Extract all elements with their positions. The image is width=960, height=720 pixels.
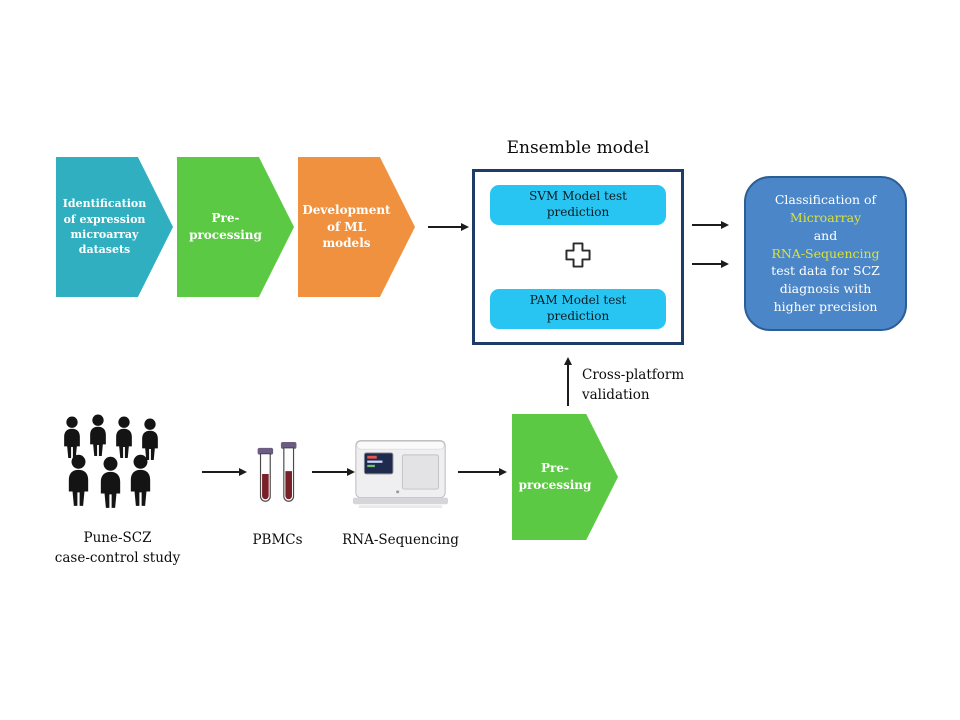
rnaseq-label: RNA-Sequencing <box>342 532 459 548</box>
pam-model-label: PAM Model test prediction <box>529 293 627 323</box>
ensemble-title: Ensemble model <box>506 138 650 158</box>
svm-model-label: SVM Model test prediction <box>529 189 627 219</box>
blood-tubes-icon <box>252 442 304 510</box>
cohort-label-line2: case-control study <box>54 550 181 567</box>
arrow-ensemble-to-result-bottom <box>692 263 722 265</box>
pam-model-box: PAM Model test prediction <box>490 289 666 329</box>
arrow-validation-up <box>567 364 569 406</box>
result-line: and <box>813 227 838 243</box>
cohort-label-line1: Pune-SCZ <box>83 530 152 546</box>
step-preprocessing-top-label: Pre-processing <box>189 211 262 242</box>
arrow-pbmc-to-rnaseq <box>312 471 348 473</box>
arrow-cohort-to-pbmc <box>202 471 240 473</box>
step-identification-label: Identification of expression microarray … <box>62 197 147 257</box>
svm-model-box: SVM Model test prediction <box>490 185 666 225</box>
step-preprocessing-bottom: Pre-processing <box>512 414 618 540</box>
arrow-rnaseq-to-preprocessing <box>458 471 500 473</box>
step-ml-models-label: Development of ML models <box>302 202 391 251</box>
result-line-rnaseq: RNA-Sequencing <box>771 245 880 261</box>
result-line: higher precision <box>773 298 878 314</box>
result-line: diagnosis with <box>779 281 872 297</box>
step-identification: Identification of expression microarray … <box>56 157 173 297</box>
arrow-ensemble-to-result-top <box>692 224 722 226</box>
validation-label-line2: validation <box>582 386 650 403</box>
step-preprocessing-top: Pre-processing <box>177 157 294 297</box>
result-box: Classification of Microarray and RNA-Seq… <box>744 176 907 331</box>
validation-label: Cross-platform validation <box>582 366 684 405</box>
result-line: Classification of <box>774 192 877 208</box>
cohort-label: Pune-SCZ case-control study <box>25 528 210 569</box>
validation-label-line1: Cross-platform <box>582 367 685 383</box>
result-line: test data for SCZ <box>771 263 880 279</box>
people-group-icon <box>57 414 169 512</box>
step-preprocessing-bottom-label: Pre-processing <box>518 461 592 492</box>
arrow-ml-to-ensemble <box>428 226 462 228</box>
sequencer-machine-icon <box>353 430 448 512</box>
step-ml-models: Development of ML models <box>298 157 415 297</box>
result-line-microarray: Microarray <box>789 210 862 226</box>
ensemble-box: SVM Model test prediction PAM Model test… <box>472 169 684 345</box>
pbmc-label: PBMCs <box>252 532 303 548</box>
plus-icon <box>562 239 594 275</box>
